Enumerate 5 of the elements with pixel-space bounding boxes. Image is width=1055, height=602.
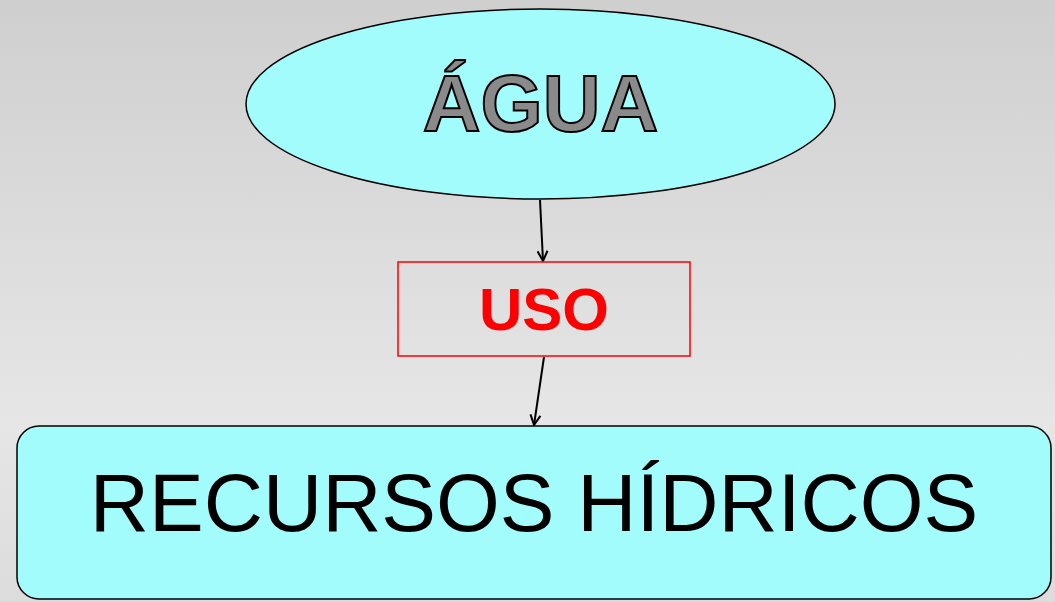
node-title: RECURSOS HÍDRICOS [89,455,979,550]
arrow [529,356,545,426]
node-title: ÁGUA [422,58,659,150]
node-label: USO [479,274,609,344]
arrow [536,199,549,262]
